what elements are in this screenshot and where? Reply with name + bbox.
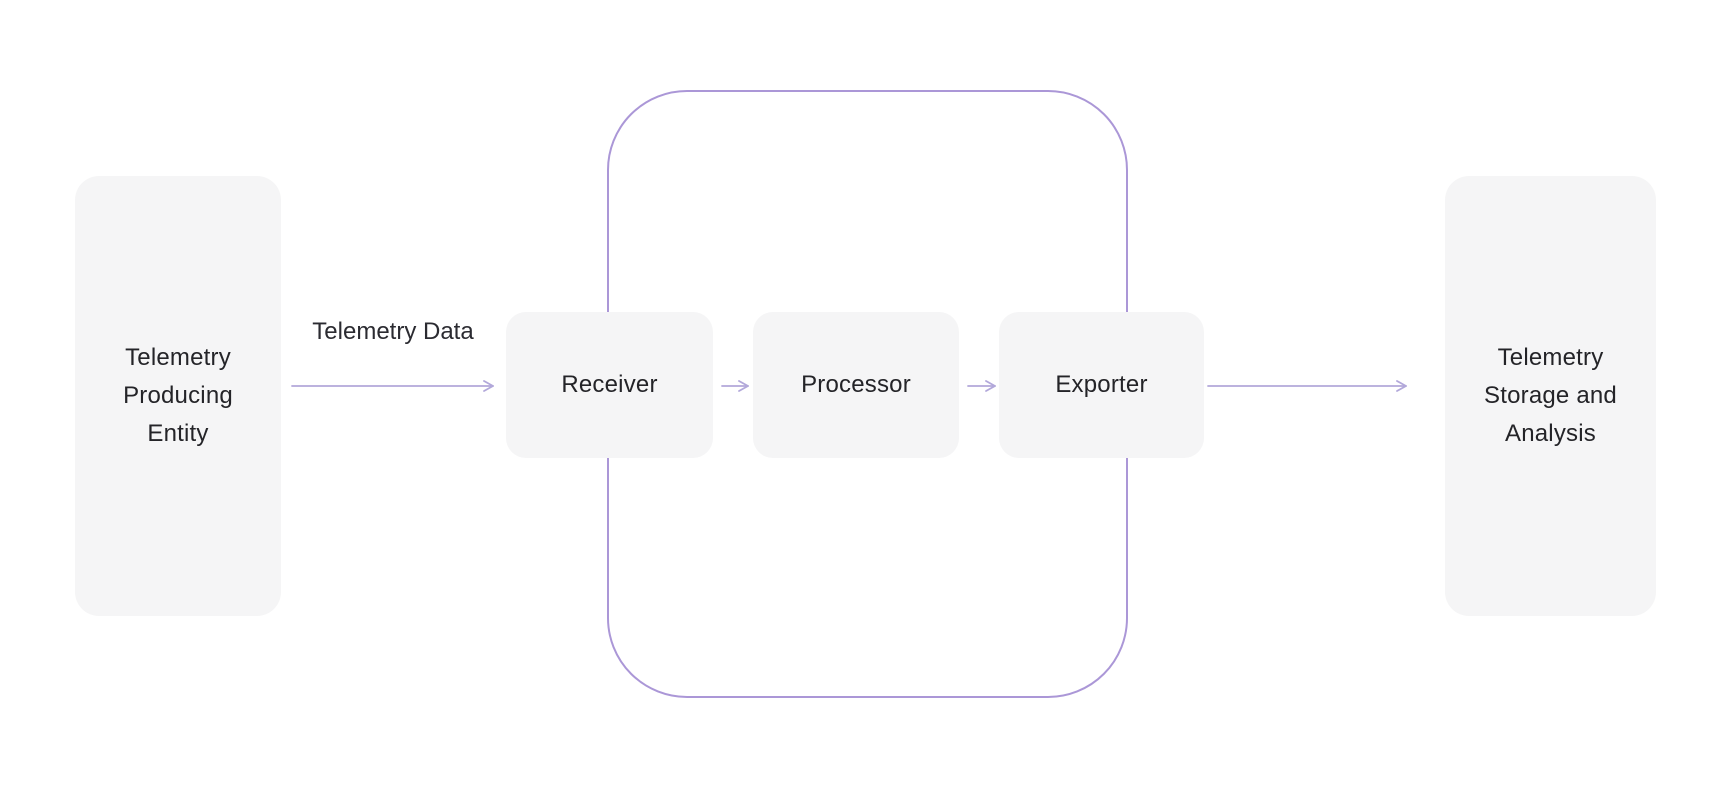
edge-label-telemetry-data: Telemetry Data (312, 318, 474, 345)
node-label: Telemetry Producing Entity (123, 344, 233, 447)
node-exporter: Exporter (999, 312, 1204, 458)
node-label: Processor (801, 371, 911, 398)
node-label: Telemetry Storage and Analysis (1484, 344, 1617, 447)
node-label: Receiver (561, 371, 658, 398)
node-processor: Processor (753, 312, 959, 458)
node-telemetry-producing-entity: Telemetry Producing Entity (75, 176, 281, 616)
node-receiver: Receiver (506, 312, 713, 458)
arrow-exporter-to-storage (1207, 380, 1407, 392)
arrow-producer-to-receiver (291, 380, 494, 392)
node-label: Exporter (1055, 371, 1148, 398)
node-telemetry-storage-and-analysis: Telemetry Storage and Analysis (1445, 176, 1656, 616)
